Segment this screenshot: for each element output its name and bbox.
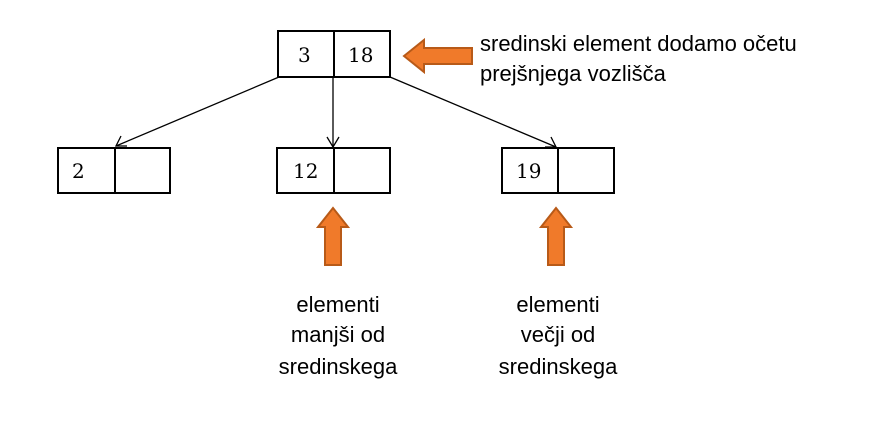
right-key-cell-1: [501, 147, 559, 194]
left-pointing-arrow-icon: [402, 37, 473, 75]
root-key-2: 18: [348, 43, 373, 67]
edge-right-arrowhead: [545, 136, 558, 148]
left-key-1: 2: [72, 159, 85, 183]
right-key-cell-2: [557, 147, 615, 194]
middle-key-cell-2: [333, 147, 391, 194]
edge-root-to-left: [115, 76, 280, 147]
left-key-cell-2: [114, 147, 171, 194]
child-node-middle: 12: [276, 147, 391, 194]
root-annotation-line-2: prejšnjega vozlišča: [480, 61, 667, 86]
left-key-cell-1: [57, 147, 116, 194]
up-arrow-icon-middle: [315, 206, 351, 266]
tree-edges: [114, 76, 558, 149]
right-annotation-line-1: elementi: [516, 292, 599, 317]
up-arrow-icon-right: [538, 206, 574, 266]
left-annotation-line-2: manjši od: [291, 322, 385, 347]
edge-left-arrowhead: [114, 135, 127, 147]
left-annotation: elementi manjši od sredinskega: [279, 292, 398, 379]
root-annotation: sredinski element dodamo očetu prejšnjeg…: [480, 31, 797, 86]
root-node: 3 18: [277, 30, 391, 78]
middle-key-cell-1: [276, 147, 335, 194]
right-annotation-line-3: sredinskega: [499, 354, 618, 379]
root-annotation-line-1: sredinski element dodamo očetu: [480, 31, 797, 56]
right-annotation: elementi večji od sredinskega: [499, 292, 618, 379]
left-annotation-line-3: sredinskega: [279, 354, 398, 379]
middle-key-1: 12: [293, 159, 318, 183]
child-node-left: 2: [57, 147, 171, 194]
root-key-1: 3: [298, 43, 311, 67]
right-key-1: 19: [516, 159, 541, 183]
child-node-right: 19: [501, 147, 615, 194]
edge-root-to-right: [389, 76, 557, 148]
right-annotation-line-2: večji od: [521, 322, 596, 347]
root-key-cell-2: [333, 30, 391, 78]
left-annotation-line-1: elementi: [296, 292, 379, 317]
